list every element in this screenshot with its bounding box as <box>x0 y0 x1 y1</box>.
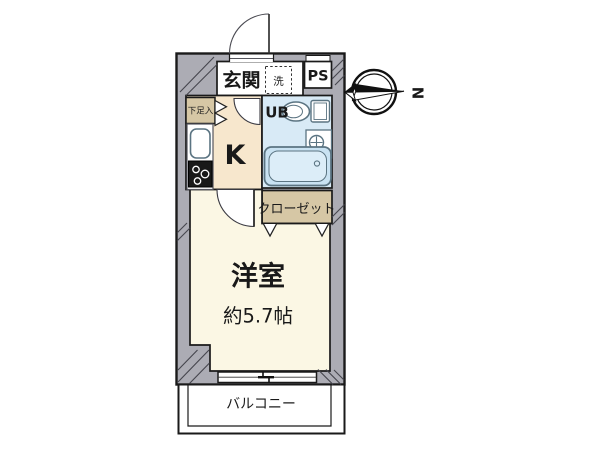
entrance-door-jambs <box>228 54 275 62</box>
hall-door-arc <box>233 97 261 126</box>
compass-tail-dark <box>343 82 357 93</box>
entrance-door-arc <box>228 13 270 54</box>
toilet-icon <box>281 99 331 123</box>
pipe-space-label: PS <box>307 69 328 85</box>
kitchen-sink-icon <box>189 128 211 159</box>
kitchen-stove-icon <box>188 160 213 188</box>
sliding-window <box>217 371 318 384</box>
room-door-arc <box>216 188 255 228</box>
shoe-box-label: 下足入 <box>188 107 214 117</box>
laundry-machine-box <box>265 66 292 94</box>
entrance-label: 玄関 <box>222 69 260 92</box>
unit-bath-label: UB <box>265 104 289 122</box>
pipe-space-area <box>303 60 333 89</box>
closet-door-hook-icon <box>262 223 278 238</box>
bathtub-icon <box>263 146 332 187</box>
compass-tail-light <box>343 91 357 102</box>
laundry-label: 洗 <box>273 76 284 88</box>
balcony-area <box>177 383 346 435</box>
western-room-size-label: 約5.7帖 <box>223 305 293 328</box>
western-room-area <box>189 188 331 372</box>
north-label: N <box>409 87 427 100</box>
closet-door-hook-icon <box>314 223 330 238</box>
western-room-label: 洋室 <box>231 261 285 293</box>
shoe-box-door-icon <box>214 99 228 127</box>
balcony-railing <box>187 384 332 427</box>
compass-needle-dark <box>352 83 404 92</box>
compass-icon: N <box>343 68 427 116</box>
wall-hatching <box>176 56 345 385</box>
balcony-label: バルコニー <box>226 397 296 413</box>
kitchen-label: K <box>225 140 247 171</box>
meter-box <box>305 55 331 62</box>
closet-label: クローゼット <box>257 202 335 217</box>
